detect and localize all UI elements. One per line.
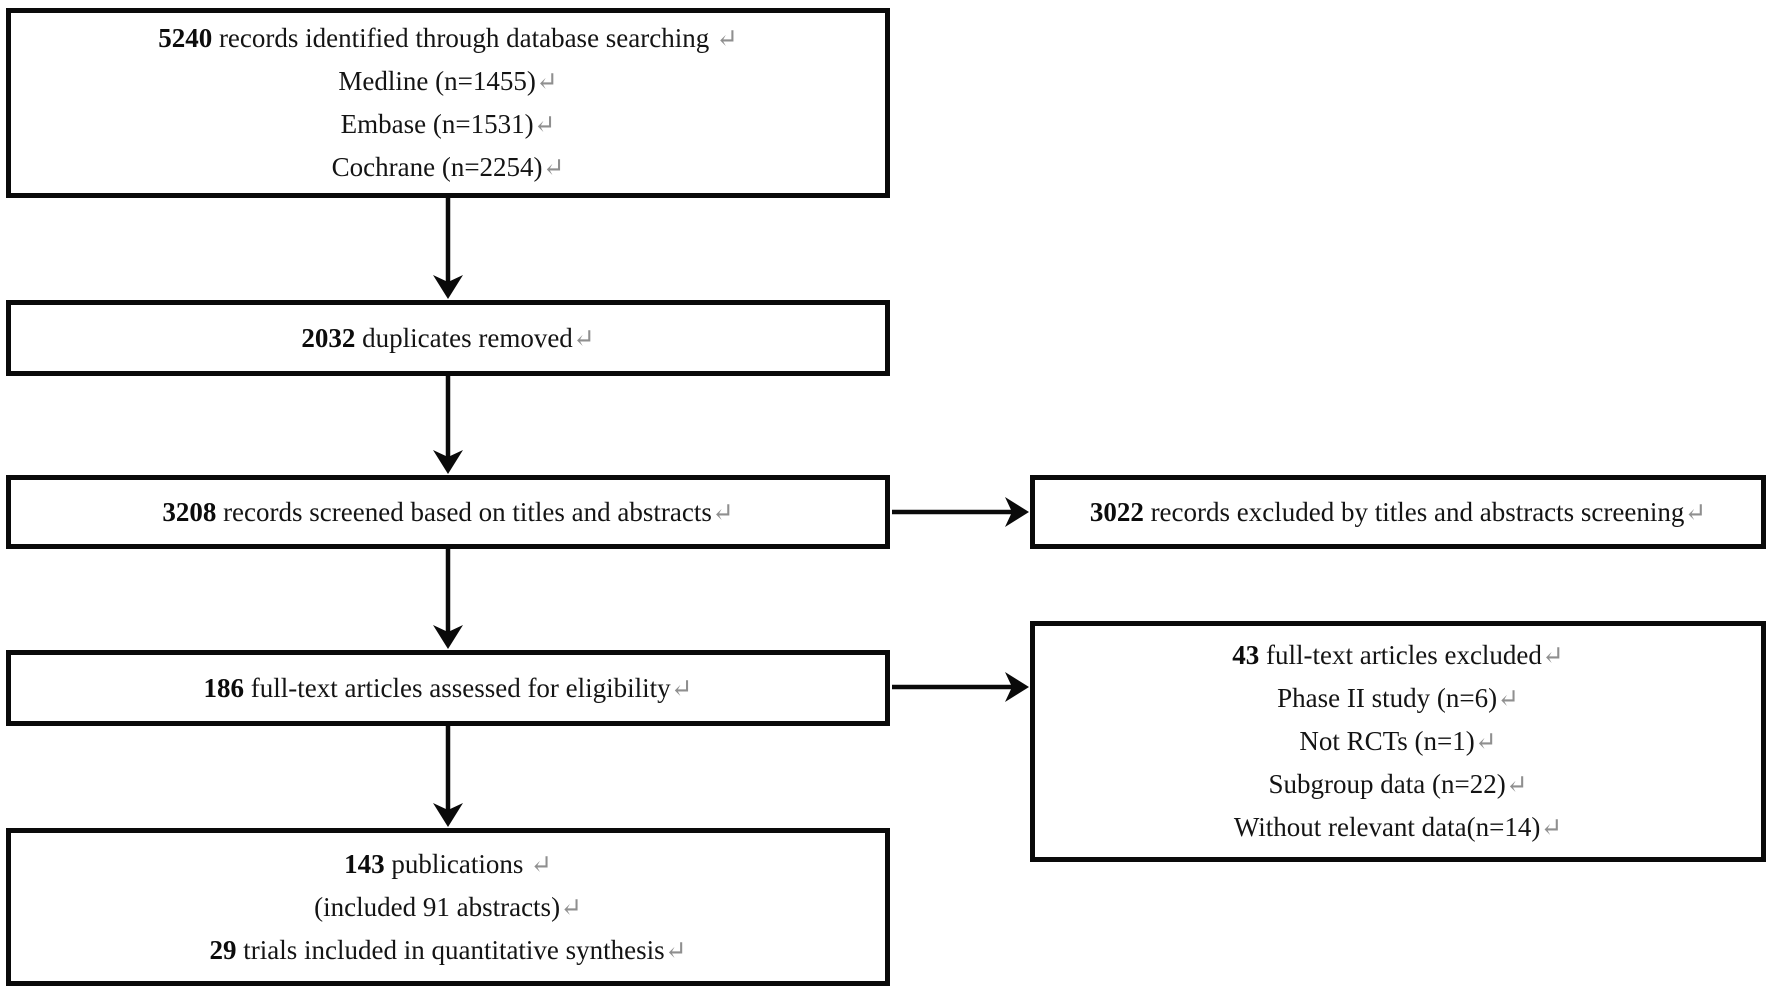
box-records-identified: 5240 records identified through database…: [6, 8, 890, 198]
box-fulltext-assessed: 186 full-text articles assessed for elig…: [6, 650, 890, 726]
line-text: duplicates removed: [355, 322, 573, 353]
return-mark-icon: ↵: [1540, 813, 1563, 842]
line-text: trials included in quantitative synthesi…: [236, 934, 665, 965]
line-text: Medline (n=1455): [338, 66, 536, 96]
line-text: records screened based on titles and abs…: [216, 496, 712, 527]
arrow-right-fulltext-to-excluded: [892, 672, 1029, 702]
arrow-down-fulltext-to-included: [433, 726, 463, 827]
return-mark-icon: ↵: [1684, 497, 1707, 527]
line-text: records identified through database sear…: [212, 23, 716, 53]
box-line: 2032 duplicates removed↵: [11, 317, 885, 360]
return-mark-icon: ↵: [1541, 641, 1564, 670]
line-text: full-text articles assessed for eligibil…: [244, 672, 671, 703]
return-mark-icon: ↵: [716, 24, 738, 53]
box-line: 5240 records identified through database…: [11, 17, 885, 60]
record-count: 143: [344, 848, 385, 879]
box-line: 143 publications ↵: [11, 843, 885, 886]
box-line: (included 91 abstracts)↵: [11, 886, 885, 929]
record-count: 186: [203, 672, 245, 703]
record-count: 5240: [158, 23, 213, 53]
box-line: Phase II study (n=6)↵: [1035, 677, 1761, 720]
record-count: 3208: [162, 496, 217, 527]
return-mark-icon: ↵: [535, 67, 558, 96]
return-mark-icon: ↵: [664, 935, 687, 965]
line-text: publications: [384, 848, 531, 879]
return-mark-icon: ↵: [1474, 727, 1497, 756]
box-fulltext-excluded: 43 full-text articles excluded↵ Phase II…: [1030, 621, 1766, 862]
line-text: Embase (n=1531): [340, 109, 534, 139]
record-count: 3022: [1089, 496, 1144, 527]
box-line: 29 trials included in quantitative synth…: [11, 929, 885, 972]
line-text: Not RCTs (n=1): [1299, 726, 1475, 756]
box-duplicates-removed: 2032 duplicates removed↵: [6, 300, 890, 376]
box-line: Subgroup data (n=22)↵: [1035, 763, 1761, 806]
line-text: Cochrane (n=2254): [331, 152, 543, 182]
box-line: 3022 records excluded by titles and abst…: [1035, 491, 1761, 534]
box-line: 3208 records screened based on titles an…: [11, 491, 885, 534]
return-mark-icon: ↵: [572, 323, 595, 353]
box-records-screened: 3208 records screened based on titles an…: [6, 475, 890, 549]
box-included: 143 publications ↵ (included 91 abstract…: [6, 828, 890, 986]
arrow-down-identified-to-duplicates: [433, 198, 463, 299]
box-line: 43 full-text articles excluded↵: [1035, 634, 1761, 677]
record-count: 43: [1232, 640, 1260, 670]
return-mark-icon: ↵: [542, 153, 565, 182]
box-records-excluded: 3022 records excluded by titles and abst…: [1030, 475, 1766, 549]
record-count: 2032: [301, 322, 356, 353]
return-mark-icon: ↵: [530, 849, 552, 879]
return-mark-icon: ↵: [1505, 770, 1528, 799]
box-line: Not RCTs (n=1)↵: [1035, 720, 1761, 763]
record-count: 29: [209, 934, 237, 965]
line-text: Without relevant data(n=14): [1233, 812, 1541, 842]
box-line: 186 full-text articles assessed for elig…: [11, 667, 885, 710]
line-text: Phase II study (n=6): [1277, 683, 1498, 713]
box-line: Medline (n=1455)↵: [11, 60, 885, 103]
return-mark-icon: ↵: [1497, 684, 1519, 713]
return-mark-icon: ↵: [670, 673, 693, 703]
return-mark-icon: ↵: [533, 110, 556, 139]
box-line: Embase (n=1531)↵: [11, 103, 885, 146]
line-text: Subgroup data (n=22): [1268, 769, 1506, 799]
line-text: records excluded by titles and abstracts…: [1143, 496, 1685, 527]
box-line: Without relevant data(n=14)↵: [1035, 806, 1761, 849]
return-mark-icon: ↵: [711, 497, 734, 527]
box-line: Cochrane (n=2254)↵: [11, 146, 885, 189]
arrow-right-screened-to-excluded: [892, 497, 1029, 527]
arrow-down-screened-to-fulltext: [433, 549, 463, 649]
line-text: (included 91 abstracts): [314, 891, 561, 922]
line-text: full-text articles excluded: [1259, 640, 1542, 670]
return-mark-icon: ↵: [560, 892, 582, 922]
arrow-down-duplicates-to-screened: [433, 376, 463, 474]
